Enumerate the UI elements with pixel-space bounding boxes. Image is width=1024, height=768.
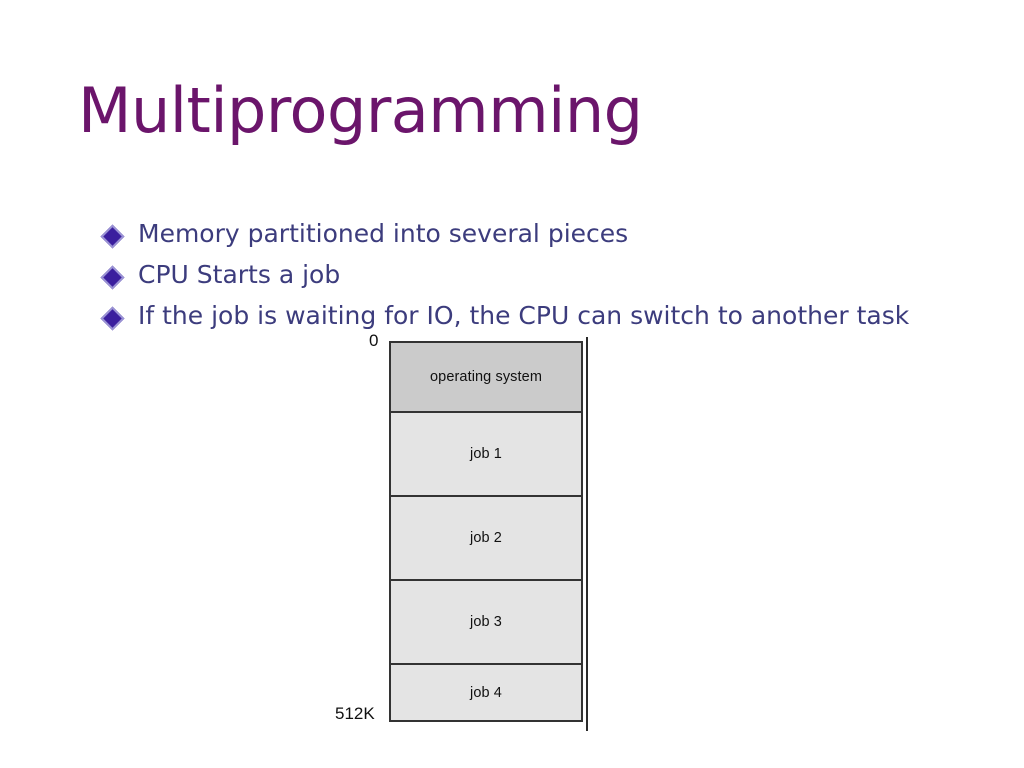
list-item: If the job is waiting for IO, the CPU ca…	[100, 300, 984, 341]
list-item: Memory partitioned into several pieces	[100, 218, 984, 259]
bullet-text: If the job is waiting for IO, the CPU ca…	[138, 301, 910, 330]
bullet-text: CPU Starts a job	[138, 260, 341, 289]
memory-layout-diagram: operating system job 1 job 2 job 3 job 4	[389, 341, 583, 722]
memory-block-job-4: job 4	[389, 663, 583, 722]
bullet-text: Memory partitioned into several pieces	[138, 219, 629, 248]
memory-extent-line	[586, 337, 588, 731]
memory-block-operating-system: operating system	[389, 341, 583, 411]
diamond-bullet-icon	[100, 259, 138, 293]
diamond-bullet-icon	[100, 218, 138, 252]
memory-block-label: job 4	[470, 684, 502, 701]
memory-block-job-1: job 1	[389, 411, 583, 495]
memory-block-label: job 2	[470, 530, 502, 546]
memory-block-label: job 3	[470, 614, 502, 630]
page-title: Multiprogramming	[78, 74, 643, 147]
list-item: CPU Starts a job	[100, 259, 984, 300]
bullet-list: Memory partitioned into several pieces C…	[100, 218, 984, 341]
memory-block-label: job 1	[470, 446, 502, 462]
memory-block-job-2: job 2	[389, 495, 583, 579]
memory-block-label: operating system	[429, 369, 542, 385]
diamond-bullet-icon	[100, 300, 138, 334]
memory-block-job-3: job 3	[389, 579, 583, 663]
memory-address-top: 0	[369, 331, 379, 350]
memory-address-bottom: 512K	[335, 704, 375, 723]
